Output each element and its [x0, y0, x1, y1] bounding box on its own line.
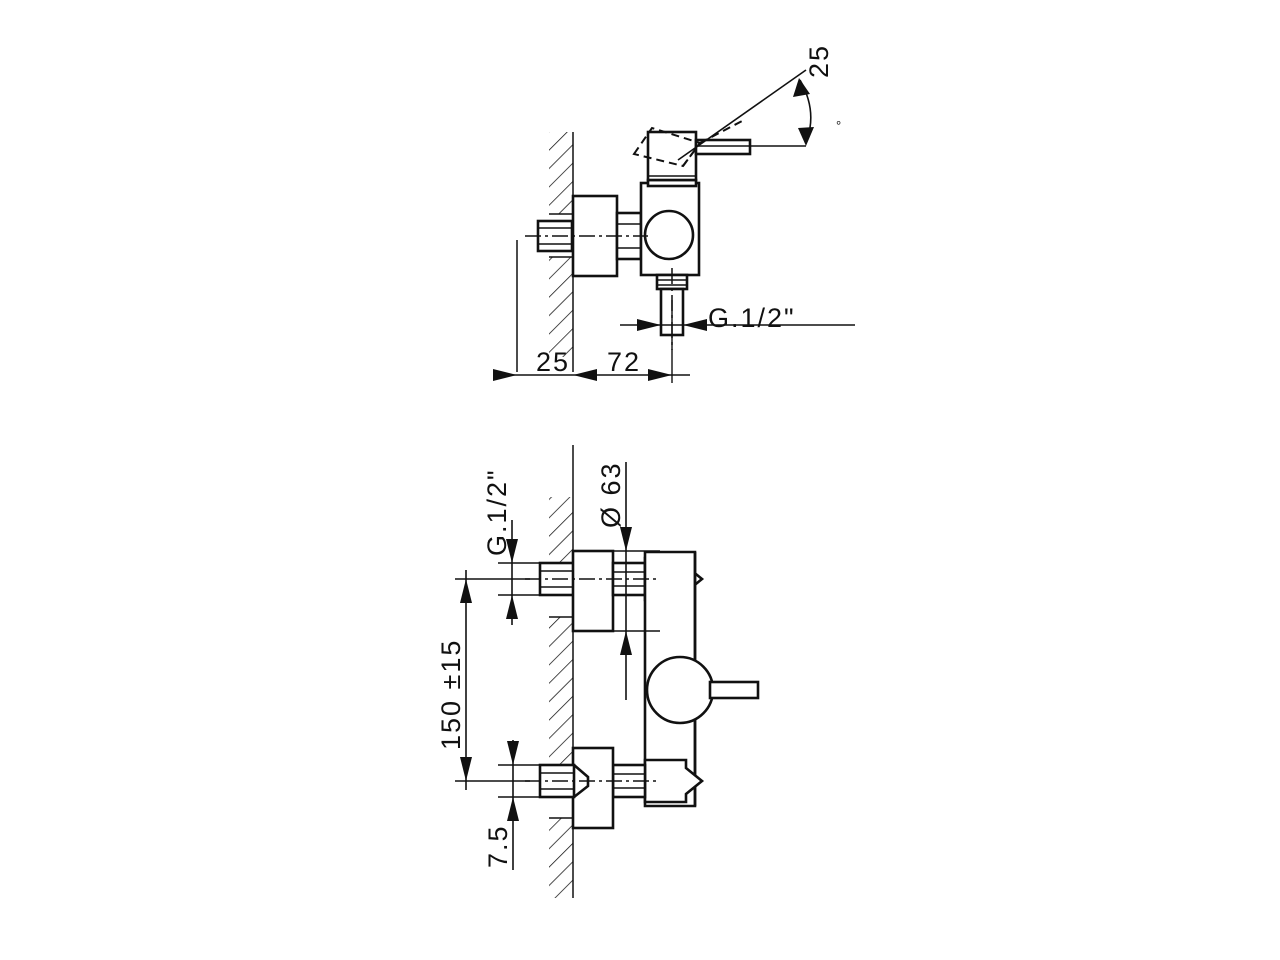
lever-handle-front [708, 680, 760, 700]
wall-section-side-view [516, 132, 574, 372]
dimension-text-centre-distance: 150 ±15 [436, 639, 466, 750]
lever-handle-rotated-phantom [632, 119, 745, 168]
union-nut-lower-front [643, 758, 705, 804]
diameter-dimension-rosette [600, 462, 660, 700]
dimension-text-wall-thickness: 25 [536, 347, 570, 377]
mixer-body-side [639, 181, 701, 277]
centre-distance-dimension [455, 570, 530, 790]
front-view-dimension-texts: G.1/2" Ø 63 150 ±15 7.5 [436, 461, 626, 868]
wall-rosette-upper-front [571, 549, 615, 633]
inlet-projection-dimension [498, 740, 560, 870]
thread-dimension-inlet-front [498, 520, 560, 625]
dimension-text-projection: 72 [607, 347, 641, 377]
side-view-dimension-texts: G.1/2" 25 72 25 ° [536, 44, 841, 377]
side-elevation-view [493, 69, 855, 383]
dimension-text-inlet-projection: 7.5 [483, 824, 513, 868]
dimension-text-inlet-thread: G.1/2" [482, 468, 512, 556]
cartridge-boss-front [645, 655, 715, 725]
wall-rosette-lower-front [571, 746, 615, 830]
wall-section-front-view [549, 445, 574, 898]
dimension-text-outlet-thread: G.1/2" [708, 303, 796, 333]
thread-dimension-outlet [620, 296, 855, 336]
linear-dimensions-side [493, 300, 690, 383]
front-elevation-view [455, 445, 760, 898]
dimension-text-angle: 25 [804, 44, 834, 78]
degree-symbol-icon: ° [836, 118, 841, 133]
cartridge-housing-side [646, 130, 698, 188]
angle-dimension-25deg [677, 69, 814, 161]
dimension-text-rosette-diameter: Ø 63 [596, 461, 626, 528]
